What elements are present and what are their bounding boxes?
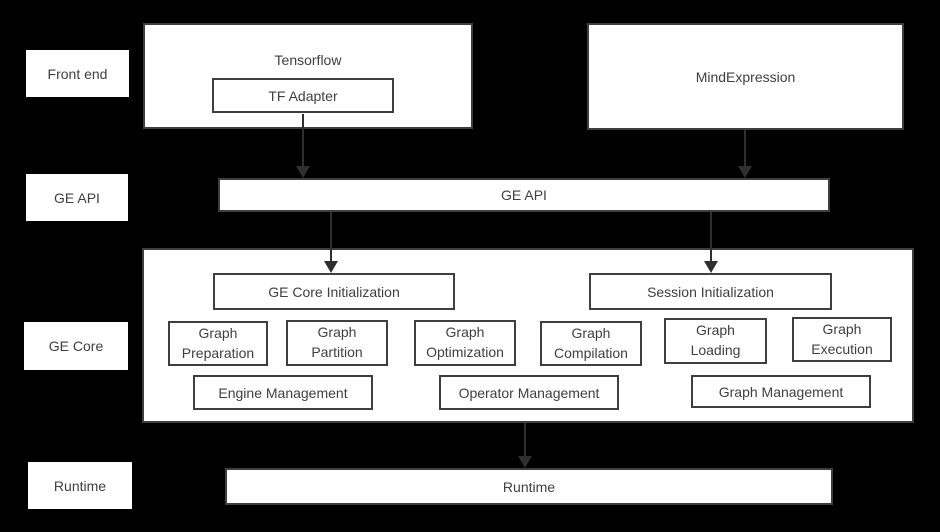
management-box-graph: Graph Management [691,375,871,408]
stage-box-graph-loading: Graph Loading [664,318,767,364]
ge-core-box: GE Core Initialization Session Initializ… [142,248,914,423]
row-label-ge-core: GE Core [24,322,128,370]
tf-adapter-box: TF Adapter [212,78,394,113]
stage-box-graph-preparation: Graph Preparation [168,321,268,366]
row-label-runtime: Runtime [28,462,132,509]
tensorflow-label: Tensorflow [274,52,342,68]
stage-box-graph-partition: Graph Partition [286,320,388,366]
tensorflow-box: Tensorflow TF Adapter [143,23,473,129]
management-box-engine: Engine Management [193,375,373,410]
session-initialization-box: Session Initialization [589,273,832,310]
ge-core-initialization-box: GE Core Initialization [213,273,455,310]
ge-api-bar: GE API [218,178,830,212]
management-box-operator: Operator Management [439,375,619,410]
stage-box-graph-execution: Graph Execution [792,317,892,362]
mindexpression-box: MindExpression [587,23,904,130]
stage-box-graph-optimization: Graph Optimization [414,320,516,366]
stage-box-graph-compilation: Graph Compilation [540,321,642,366]
row-label-ge-api: GE API [26,174,128,221]
row-label-front-end: Front end [26,50,129,97]
runtime-bar: Runtime [225,468,833,505]
